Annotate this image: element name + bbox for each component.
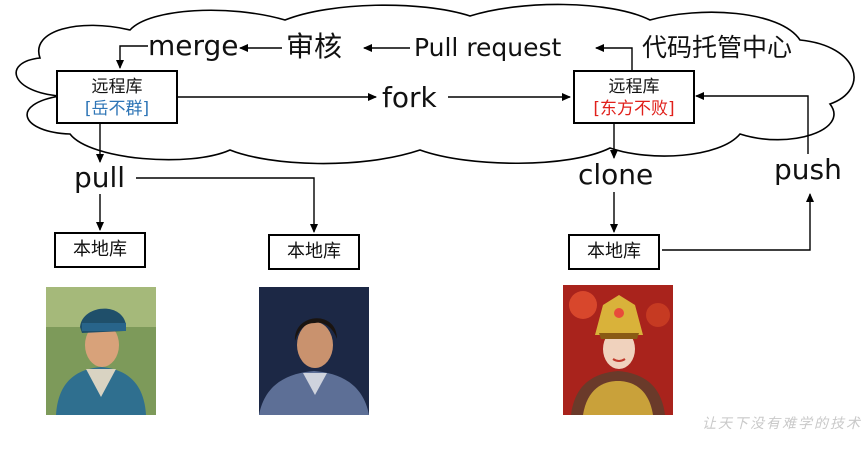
- arrow-merge-to-repo: [116, 45, 148, 69]
- pull-label: pull: [74, 161, 126, 194]
- arrow-local-to-push: [662, 193, 814, 251]
- merge-label: merge: [148, 29, 239, 62]
- arrow-repo-to-pr: [595, 44, 633, 70]
- local-repo-1: 本地库: [54, 232, 146, 268]
- arrow-push-to-repo: [695, 92, 809, 154]
- swordsman-portrait: [259, 287, 369, 415]
- remote-repo-right: 远程库 [东方不败]: [573, 70, 695, 124]
- remote-repo-right-owner: [东方不败]: [593, 99, 675, 119]
- pull-request-label: Pull request: [414, 33, 562, 62]
- push-label: push: [774, 153, 842, 186]
- arrow-pull-to-local2: [136, 177, 318, 233]
- review-label: 审核: [286, 30, 343, 63]
- scholar-portrait: [46, 287, 156, 415]
- remote-repo-right-title: 远程库: [608, 77, 660, 97]
- local-repo-3: 本地库: [568, 234, 660, 270]
- local-repo-2: 本地库: [268, 234, 360, 270]
- watermark-text: 让天下没有难学的技术: [702, 416, 862, 432]
- remote-repo-left-title: 远程库: [91, 77, 143, 97]
- hosting-center-label: 代码托管中心: [642, 33, 793, 62]
- empress-portrait: [563, 285, 673, 415]
- remote-repo-left-owner: [岳不群]: [84, 99, 150, 119]
- fork-label: fork: [382, 81, 437, 114]
- remote-repo-left: 远程库 [岳不群]: [56, 70, 178, 124]
- clone-label: clone: [578, 158, 654, 191]
